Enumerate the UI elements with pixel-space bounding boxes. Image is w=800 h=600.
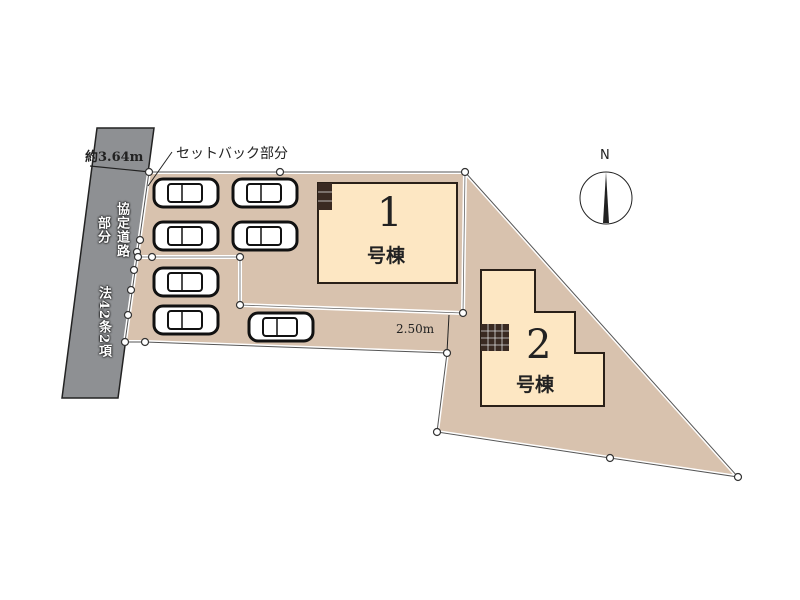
car-icon (247, 311, 315, 343)
boundary-markers (120, 167, 743, 482)
building-1-footprint (317, 182, 458, 284)
boundary-marker (458, 308, 468, 318)
boundary-marker (123, 310, 133, 320)
car-icon (152, 177, 220, 209)
car-icon (231, 220, 299, 252)
road-article-label: 法42条2項 (96, 286, 111, 359)
boundary-marker (235, 300, 245, 310)
boundary-marker (140, 337, 150, 347)
car-icon (231, 177, 299, 209)
parking-cars (152, 177, 315, 343)
setback-leader-line (147, 151, 173, 187)
boundary-marker (442, 348, 452, 358)
boundary-marker (432, 427, 442, 437)
stair-grid (318, 191, 509, 351)
boundary-marker (235, 252, 245, 262)
boundary-marker (135, 235, 145, 245)
passage-dimension-line (446, 314, 450, 353)
building-2-label: 号棟 (516, 374, 555, 396)
building-1-label: 号棟 (367, 245, 406, 267)
car-icon (152, 304, 220, 336)
boundary-marker (129, 265, 139, 275)
boundary-marker (733, 472, 743, 482)
car-icon (152, 220, 220, 252)
boundary-marker (120, 337, 130, 347)
building-1-number: 1 (377, 190, 403, 236)
setback-label: セットバック部分 (176, 146, 288, 162)
building-2-number: 2 (526, 322, 552, 368)
road-width-line (89, 165, 151, 173)
boundary-marker (605, 453, 615, 463)
compass-label: N (600, 148, 610, 163)
north-compass-icon (579, 171, 633, 225)
boundary-marker (144, 167, 154, 177)
passage-width-label: 2.50m (396, 322, 435, 336)
building-1-stairs (318, 183, 332, 210)
boundary-marker (133, 252, 143, 262)
car-icon (152, 266, 220, 298)
building-2-footprint (480, 269, 605, 407)
road-width-label: 約3.64m (85, 150, 144, 165)
agreement-road-label-2: 部分 (95, 216, 110, 244)
agreement-road-label-1: 協定道路 (114, 202, 129, 258)
boundary-marker (126, 285, 136, 295)
boundary-marker (275, 167, 285, 177)
road-strip (61, 127, 155, 399)
boundary-marker (460, 167, 470, 177)
boundary-marker (147, 252, 157, 262)
